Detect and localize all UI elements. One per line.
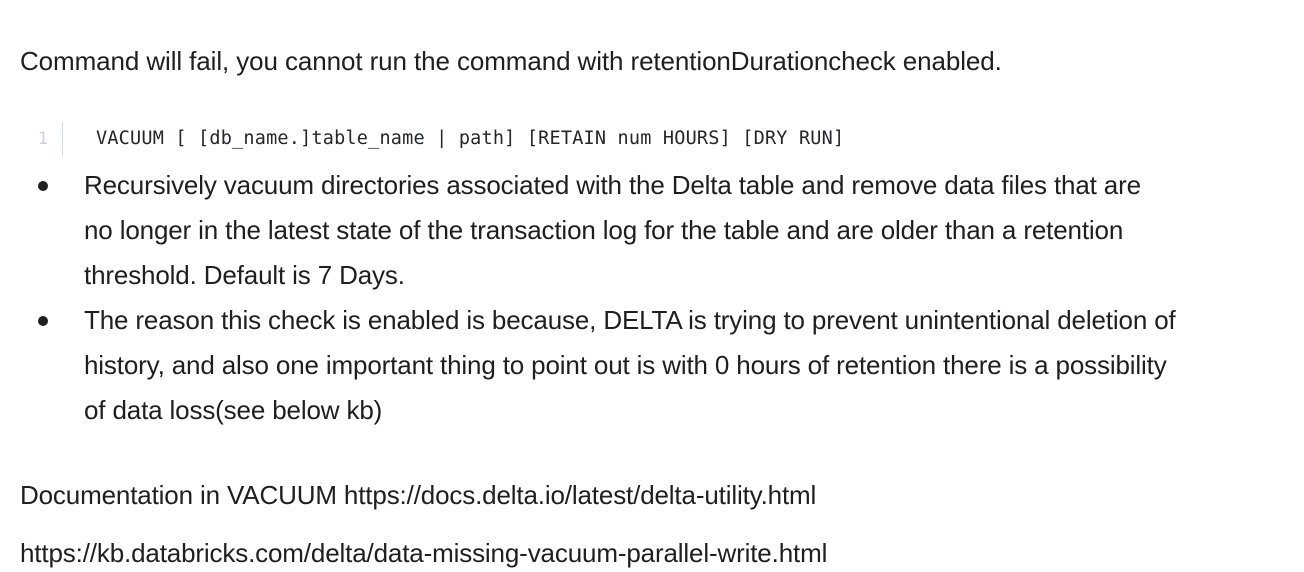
list-item-text: Recursively vacuum directories associate… bbox=[84, 170, 1141, 290]
bullet-marker-icon bbox=[38, 181, 48, 191]
code-line-number: 1 bbox=[37, 129, 48, 149]
code-line-text: VACUUM [ [db_name.]table_name | path] [R… bbox=[96, 128, 845, 149]
kb-link-line: https://kb.databricks.com/delta/data-mis… bbox=[20, 538, 828, 568]
bullet-list: Recursively vacuum directories associate… bbox=[20, 163, 1220, 433]
list-item: The reason this check is enabled is beca… bbox=[20, 298, 1220, 433]
code-block: 1 VACUUM [ [db_name.]table_name | path] … bbox=[20, 120, 1284, 158]
documentation-link-line: Documentation in VACUUM https://docs.del… bbox=[20, 480, 817, 510]
intro-paragraph: Command will fail, you cannot run the co… bbox=[20, 46, 1002, 76]
list-item: Recursively vacuum directories associate… bbox=[20, 163, 1220, 298]
code-gutter-divider bbox=[62, 122, 63, 156]
bullet-marker-icon bbox=[38, 316, 48, 326]
list-item-text: The reason this check is enabled is beca… bbox=[84, 305, 1176, 425]
